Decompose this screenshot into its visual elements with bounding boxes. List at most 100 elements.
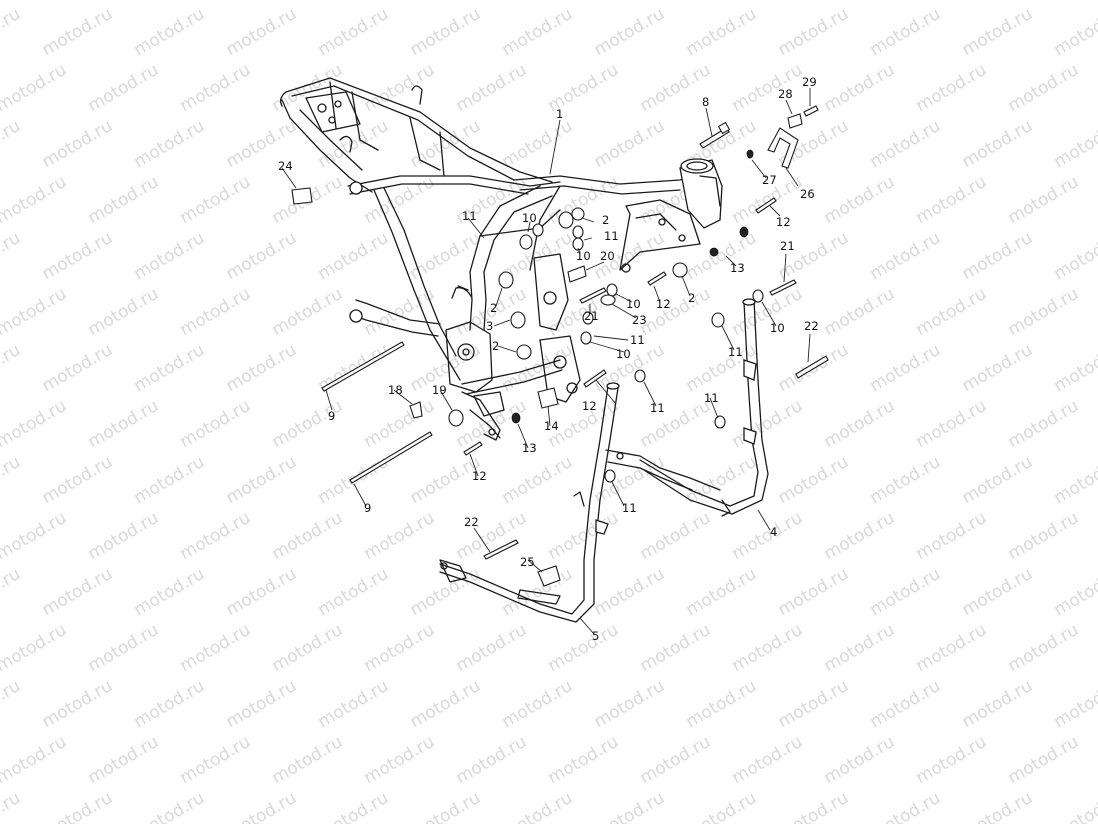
- callout-5: 5: [592, 629, 599, 643]
- watermark-text: motod.ru: [683, 564, 761, 620]
- callout-14: 14: [544, 419, 559, 433]
- callout-11: 11: [728, 345, 743, 359]
- watermark-text: motod.ru: [453, 0, 531, 4]
- watermark-text: motod.ru: [913, 732, 991, 788]
- watermark-text: motod.ru: [637, 732, 715, 788]
- watermark-text: motod.ru: [959, 228, 1037, 284]
- callout-2: 2: [602, 213, 609, 227]
- watermark-text: motod.ru: [775, 564, 853, 620]
- watermark-text: motod.ru: [591, 788, 669, 824]
- watermark-text: motod.ru: [729, 620, 807, 676]
- watermark-text: motod.ru: [0, 340, 24, 396]
- watermark-text: motod.ru: [361, 396, 439, 452]
- watermark-text: motod.ru: [0, 564, 24, 620]
- watermark-text: motod.ru: [545, 172, 623, 228]
- watermark-text: motod.ru: [867, 788, 945, 824]
- callout-23: 23: [632, 313, 647, 327]
- callout-12: 12: [582, 399, 597, 413]
- watermark-text: motod.ru: [85, 284, 163, 340]
- watermark-text: motod.ru: [407, 116, 485, 172]
- watermark-text: motod.ru: [269, 732, 347, 788]
- watermark-text: motod.ru: [177, 732, 255, 788]
- watermark-text: motod.ru: [361, 60, 439, 116]
- watermark-text: motod.ru: [637, 508, 715, 564]
- watermark-text: motod.ru: [775, 4, 853, 60]
- watermark-text: motod.ru: [1051, 676, 1098, 732]
- watermark-text: motod.ru: [177, 396, 255, 452]
- watermark-text: motod.ru: [959, 116, 1037, 172]
- leader-lines: [281, 88, 811, 635]
- watermark-text: motod.ru: [729, 60, 807, 116]
- watermark-text: motod.ru: [0, 788, 24, 824]
- watermark-text: motod.ru: [1005, 508, 1083, 564]
- watermark-text: motod.ru: [499, 4, 577, 60]
- callout-3: 3: [486, 319, 493, 333]
- watermark-text: motod.ru: [0, 508, 70, 564]
- watermark-text: motod.ru: [85, 620, 163, 676]
- watermark-text: motod.ru: [315, 676, 393, 732]
- watermark-text: motod.ru: [591, 676, 669, 732]
- watermark-text: motod.ru: [729, 284, 807, 340]
- watermark-text: motod.ru: [223, 564, 301, 620]
- watermark-text: motod.ru: [499, 676, 577, 732]
- watermark-text: motod.ru: [499, 452, 577, 508]
- watermark-text: motod.ru: [1051, 228, 1098, 284]
- callout-11: 11: [604, 229, 619, 243]
- watermark-text: motod.ru: [0, 228, 24, 284]
- watermark-text: motod.ru: [591, 452, 669, 508]
- watermark-text: motod.ru: [913, 0, 991, 4]
- callout-29: 29: [802, 75, 817, 89]
- watermark-text: motod.ru: [269, 60, 347, 116]
- watermark-text: motod.ru: [39, 564, 117, 620]
- watermark-text: motod.ru: [177, 60, 255, 116]
- watermark-text: motod.ru: [775, 452, 853, 508]
- callout-10: 10: [770, 321, 785, 335]
- watermark-text: motod.ru: [177, 508, 255, 564]
- callout-11: 11: [462, 209, 477, 223]
- callout-28: 28: [778, 87, 793, 101]
- watermark-text: motod.ru: [0, 4, 24, 60]
- callout-1: 1: [556, 107, 563, 121]
- watermark-text: motod.ru: [867, 452, 945, 508]
- callout-10: 10: [616, 347, 631, 361]
- watermark-text: motod.ru: [499, 340, 577, 396]
- watermark-text: motod.ru: [223, 340, 301, 396]
- watermark-text: motod.ru: [959, 4, 1037, 60]
- watermark-text: motod.ru: [775, 676, 853, 732]
- callout-12: 12: [472, 469, 487, 483]
- watermark-text: motod.ru: [453, 620, 531, 676]
- watermark-text: motod.ru: [913, 508, 991, 564]
- callout-4: 4: [770, 525, 777, 539]
- callout-9: 9: [364, 501, 371, 515]
- callout-2: 2: [492, 339, 499, 353]
- callout-12: 12: [776, 215, 791, 229]
- watermark-text: motod.ru: [959, 564, 1037, 620]
- watermark-text: motod.ru: [0, 116, 24, 172]
- callout-11: 11: [630, 333, 645, 347]
- watermark-text: motod.ru: [223, 452, 301, 508]
- watermark-text: motod.ru: [913, 620, 991, 676]
- watermark-text: motod.ru: [39, 452, 117, 508]
- watermark-text: motod.ru: [729, 396, 807, 452]
- watermark-text: motod.ru: [85, 396, 163, 452]
- watermark-text: motod.ru: [453, 60, 531, 116]
- watermark-text: motod.ru: [177, 620, 255, 676]
- watermark-text: motod.ru: [0, 396, 70, 452]
- watermark-text: motod.ru: [637, 620, 715, 676]
- watermark-text: motod.ru: [821, 0, 899, 4]
- watermark-text: motod.ru: [177, 172, 255, 228]
- watermark-text: motod.ru: [0, 0, 70, 4]
- watermark-text: motod.ru: [269, 396, 347, 452]
- watermark-text: motod.ru: [821, 620, 899, 676]
- callout-labels: 1 2 2 2 2 3 4 5 8 9 9 10 10 10 10 10 11 …: [278, 75, 819, 643]
- watermark-text: motod.ru: [683, 4, 761, 60]
- watermark-text: motod.ru: [0, 452, 24, 508]
- watermark-text: motod.ru: [1051, 340, 1098, 396]
- watermark-text: motod.ru: [775, 788, 853, 824]
- watermark-text: motod.ru: [39, 228, 117, 284]
- watermark-text: motod.ru: [867, 4, 945, 60]
- main-frame: [280, 77, 723, 441]
- watermark-text: motod.ru: [39, 340, 117, 396]
- watermark-text: motod.ru: [821, 396, 899, 452]
